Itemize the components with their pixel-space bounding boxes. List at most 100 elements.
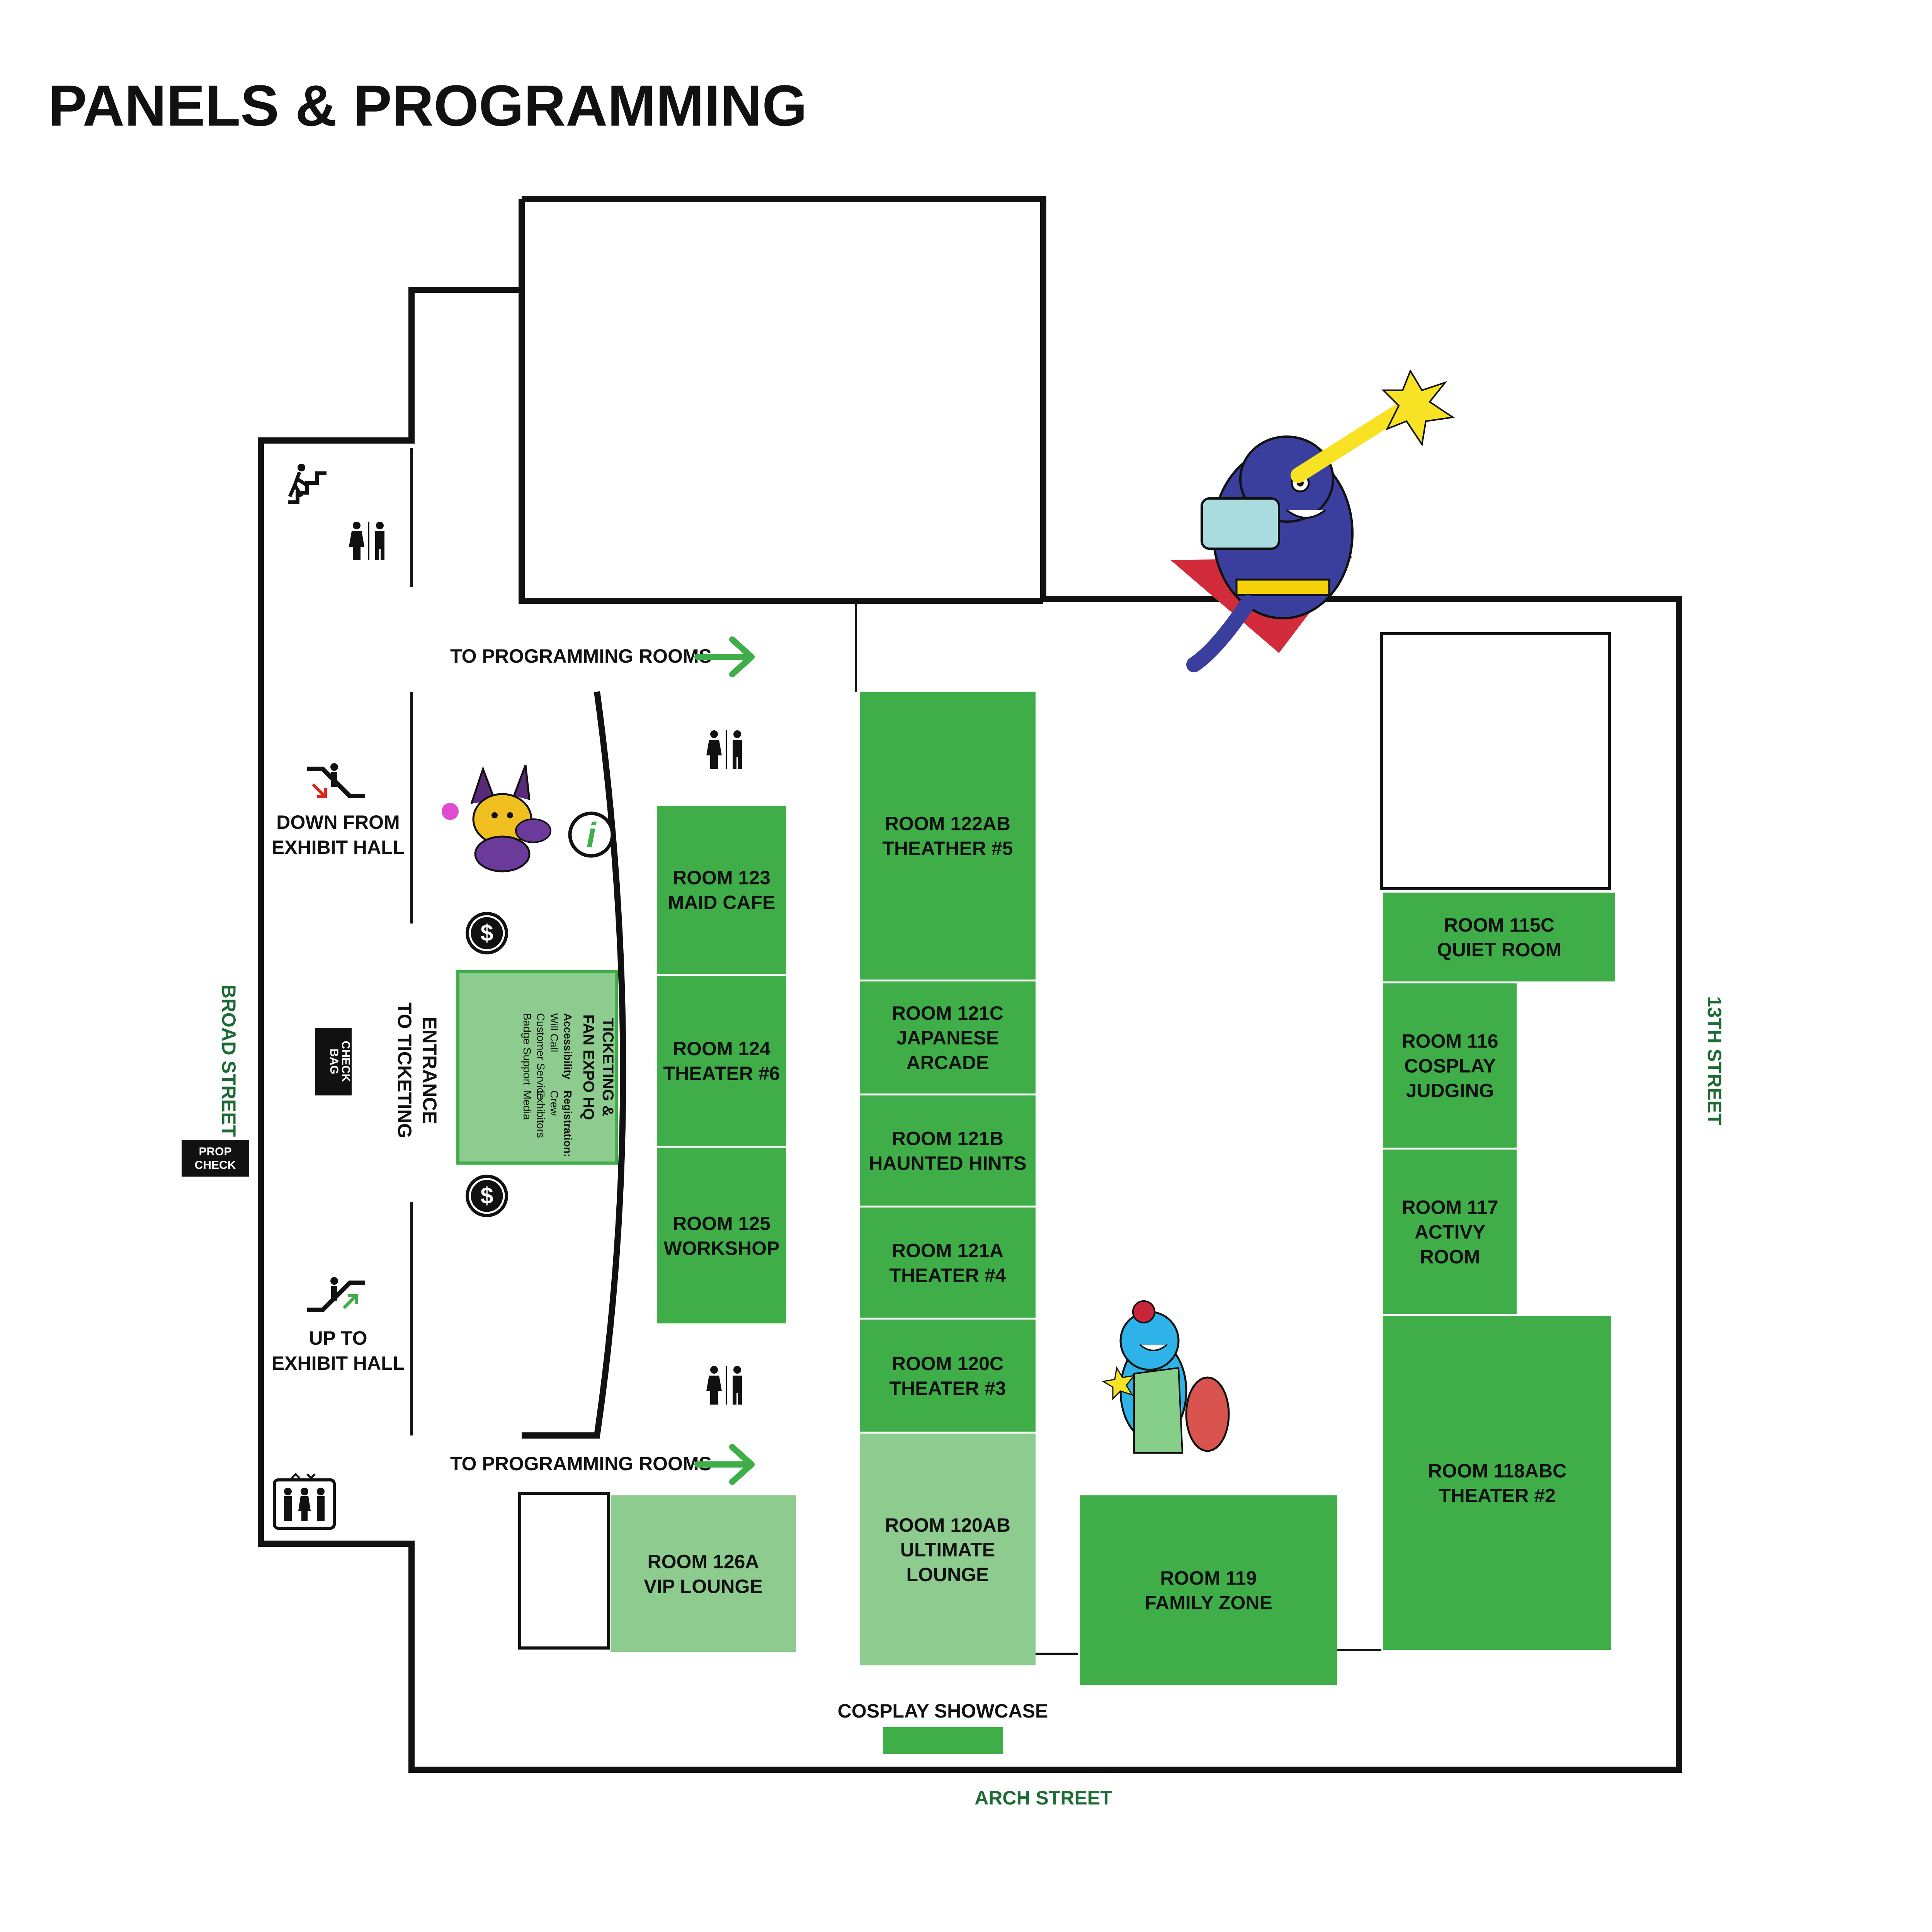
room-122ab[interactable]: ROOM 122AB THEATHER #5 bbox=[860, 692, 1036, 980]
room-label: THEATER #6 bbox=[663, 1063, 780, 1084]
arrow-right-icon bbox=[694, 1444, 755, 1485]
room-label: MAID CAFE bbox=[668, 892, 776, 913]
room-label: ARCADE bbox=[906, 1052, 989, 1073]
room-label: THEATHER #5 bbox=[882, 838, 1013, 859]
up-to-exhibit-line1: UP TO bbox=[309, 1327, 367, 1349]
mascot-otter-illustration bbox=[1101, 1300, 1230, 1454]
room-label: ROOM 121C bbox=[892, 1002, 1003, 1024]
room-label: JUDGING bbox=[1406, 1080, 1494, 1102]
dollar-icon: $ bbox=[466, 1175, 508, 1217]
svg-text:i: i bbox=[586, 816, 597, 855]
room-120c[interactable]: ROOM 120C THEATER #3 bbox=[860, 1320, 1036, 1432]
restroom-icon bbox=[706, 1366, 742, 1405]
mascot-superhero-illustration bbox=[1171, 369, 1455, 672]
room-block bbox=[860, 1208, 1036, 1318]
entrance-line2: TO TICKETING bbox=[394, 1002, 415, 1138]
bag-check-badge[interactable]: BAG CHECK bbox=[315, 1028, 352, 1095]
hq-col2-item: Exhibitors bbox=[535, 1090, 547, 1138]
prop-check-line2: CHECK bbox=[195, 1159, 236, 1172]
room-label: ROOM 125 bbox=[673, 1213, 770, 1235]
bag-check-line2: CHECK bbox=[339, 1041, 352, 1082]
room-label: COSPLAY bbox=[1404, 1055, 1496, 1077]
escalator-down-icon bbox=[307, 763, 365, 798]
room-block bbox=[611, 1495, 796, 1652]
cosplay-showcase-label: COSPLAY SHOWCASE bbox=[838, 1700, 1048, 1722]
room-block bbox=[657, 1148, 786, 1323]
room-block bbox=[860, 1434, 1036, 1665]
room-126a[interactable]: ROOM 126A VIP LOUNGE bbox=[611, 1495, 796, 1652]
elevator-icon[interactable] bbox=[273, 1473, 336, 1530]
prop-check-badge[interactable]: PROP CHECK bbox=[182, 1140, 249, 1177]
room-label: ROOM 120AB bbox=[885, 1514, 1010, 1536]
room-label: QUIET ROOM bbox=[1437, 939, 1561, 961]
ticketing-hq[interactable]: TICKETING & FAN EXPO HQ Accessibility Re… bbox=[456, 970, 618, 1165]
room-block bbox=[1080, 1495, 1337, 1685]
to-programming-top[interactable]: TO PROGRAMMING ROOMS bbox=[450, 636, 755, 677]
hq-title-line2: FAN EXPO HQ bbox=[580, 1014, 597, 1120]
room-label: ROOM 126A bbox=[648, 1551, 759, 1573]
room-label: WORKSHOP bbox=[664, 1238, 780, 1259]
hq-col1-item: Will Call bbox=[548, 1013, 560, 1052]
page-title: PANELS & PROGRAMMING bbox=[48, 73, 807, 138]
bag-check-line1: BAG bbox=[328, 1049, 340, 1075]
room-label: ROOM 118ABC bbox=[1428, 1460, 1566, 1482]
entrance-line1: ENTRANCE bbox=[419, 1017, 440, 1124]
dollar-icon: $ bbox=[466, 912, 508, 954]
room-label: FAMILY ZONE bbox=[1145, 1592, 1272, 1614]
room-block bbox=[860, 1320, 1036, 1432]
hq-col2-header: Registration: bbox=[562, 1090, 574, 1157]
cosplay-showcase-stage[interactable] bbox=[883, 1727, 1003, 1754]
room-block bbox=[1383, 983, 1517, 1148]
escalator-down[interactable]: DOWN FROM EXHIBIT HALL bbox=[272, 763, 405, 858]
stairs-icon bbox=[288, 464, 327, 504]
down-from-exhibit-line2: EXHIBIT HALL bbox=[272, 837, 405, 858]
room-block bbox=[860, 981, 1036, 1094]
room-block bbox=[1383, 893, 1615, 981]
to-programming-top-label: TO PROGRAMMING ROOMS bbox=[450, 645, 712, 667]
hq-col2-item: Crew bbox=[548, 1090, 560, 1116]
room-label: VIP LOUNGE bbox=[644, 1576, 762, 1597]
room-label: ROOM 119 bbox=[1160, 1567, 1257, 1589]
room-block bbox=[657, 976, 786, 1146]
hq-col1-header: Accessibility bbox=[562, 1013, 574, 1080]
escalator-up[interactable]: UP TO EXHIBIT HALL bbox=[272, 1277, 405, 1374]
street-broad: BROAD STREET bbox=[218, 985, 240, 1137]
room-label: HAUNTED HINTS bbox=[869, 1153, 1026, 1174]
room-block bbox=[860, 1095, 1036, 1206]
storage-room-south bbox=[518, 1492, 610, 1650]
room-label: THEATER #3 bbox=[889, 1378, 1006, 1399]
room-label: ACTIVY bbox=[1415, 1221, 1485, 1243]
room-121b[interactable]: ROOM 121B HAUNTED HINTS bbox=[860, 1095, 1036, 1206]
up-to-exhibit-line2: EXHIBIT HALL bbox=[272, 1352, 405, 1374]
to-programming-bottom[interactable]: TO PROGRAMMING ROOMS bbox=[450, 1444, 755, 1485]
room-label: ROOM 115C bbox=[1444, 914, 1554, 936]
room-121c[interactable]: ROOM 121C JAPANESE ARCADE bbox=[860, 981, 1036, 1094]
mascot-witch-illustration bbox=[442, 765, 551, 872]
room-label: ROOM 120C bbox=[892, 1353, 1003, 1374]
room-block bbox=[1383, 1150, 1517, 1314]
room-label: ROOM 122AB bbox=[885, 813, 1010, 835]
hq-col1-item: Customer Service bbox=[535, 1013, 547, 1099]
room-block bbox=[860, 692, 1036, 980]
arrow-right-icon bbox=[694, 636, 755, 677]
info-icon[interactable]: i bbox=[568, 811, 614, 858]
room-label: LOUNGE bbox=[906, 1564, 989, 1585]
svg-text:$: $ bbox=[480, 920, 493, 946]
room-115c[interactable]: ROOM 115C QUIET ROOM bbox=[1383, 893, 1615, 981]
hq-col1-item: Badge Support bbox=[521, 1013, 533, 1085]
room-label: ROOM 121B bbox=[892, 1128, 1003, 1150]
room-label: ROOM 117 bbox=[1401, 1197, 1498, 1218]
hq-title-line1: TICKETING & bbox=[599, 1018, 616, 1117]
room-label: JAPANESE bbox=[896, 1027, 999, 1049]
storage-room-north bbox=[1380, 632, 1611, 890]
